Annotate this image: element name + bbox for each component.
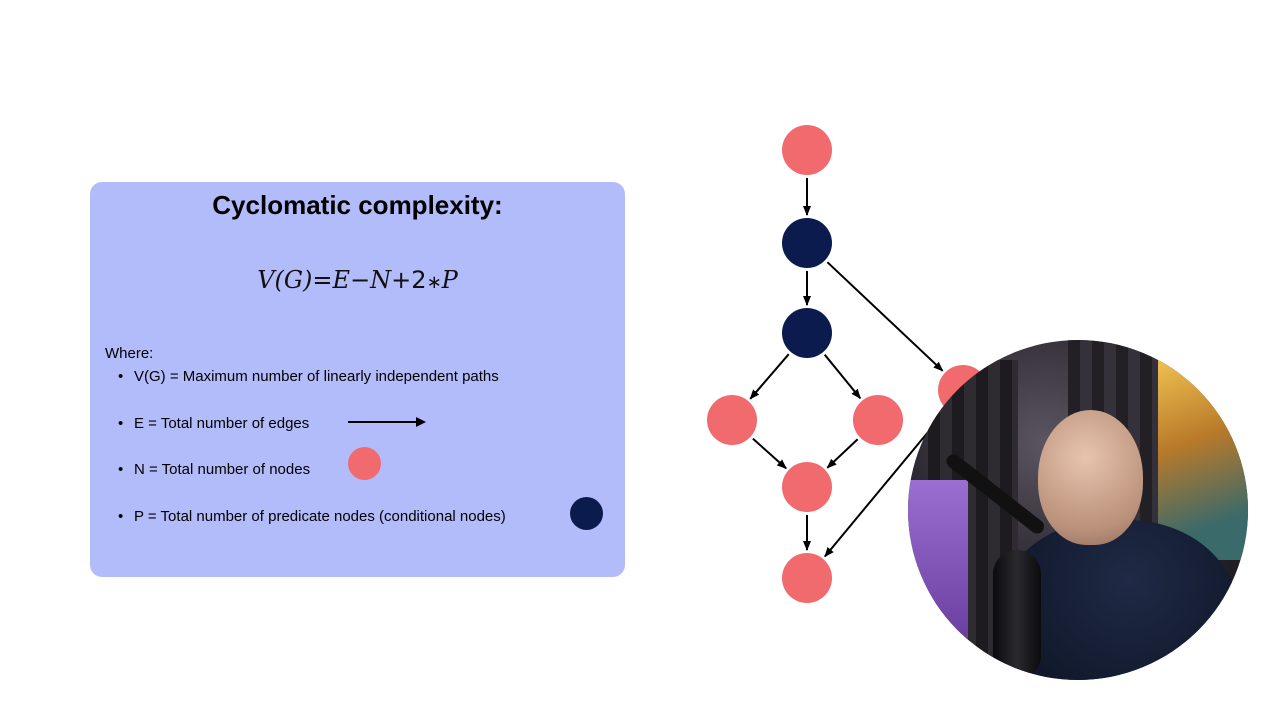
- bullet-vg-text: V(G) = Maximum number of linearly indepe…: [134, 368, 499, 385]
- edge-n3-n4: [749, 353, 790, 400]
- formula: V(G)=E−N+2∗P: [90, 266, 625, 294]
- formula-lhs: V(G): [257, 266, 313, 294]
- presenter-head: [1038, 410, 1143, 545]
- bullet-p-text: P = Total number of predicate nodes (con…: [134, 508, 506, 525]
- microphone: [993, 550, 1041, 680]
- bullet-vg: •V(G) = Maximum number of linearly indep…: [118, 368, 499, 385]
- predicate-node-n2: [782, 218, 832, 268]
- graph-node-n4: [707, 395, 757, 445]
- poster: [1158, 360, 1248, 560]
- formula-e: E: [332, 266, 351, 294]
- edge-n5-n6: [826, 438, 859, 469]
- graph-node-n1: [782, 125, 832, 175]
- formula-minus: −: [350, 266, 371, 294]
- edge-n3-n5: [823, 354, 862, 400]
- formula-two: 2: [411, 266, 427, 294]
- bullet-e-text: E = Total number of edges: [134, 415, 310, 432]
- presenter-webcam: [908, 340, 1248, 680]
- legend-node-icon: [348, 447, 381, 480]
- purple-light: [908, 480, 968, 640]
- graph-node-n6: [782, 462, 832, 512]
- card-title: Cyclomatic complexity:: [212, 190, 503, 220]
- where-label: Where:: [105, 345, 154, 362]
- edge-n2-n8: [826, 261, 944, 372]
- bullet-p: •P = Total number of predicate nodes (co…: [118, 508, 506, 525]
- formula-times: ∗: [426, 272, 442, 293]
- legend-edge-arrow-icon: [348, 417, 426, 427]
- formula-n: N: [370, 266, 392, 294]
- edge-n4-n6: [752, 437, 787, 470]
- graph-node-n5: [853, 395, 903, 445]
- formula-p: P: [441, 266, 458, 294]
- formula-equals: =: [312, 266, 333, 294]
- graph-node-n7: [782, 553, 832, 603]
- bullet-n: •N = Total number of nodes: [118, 461, 311, 478]
- predicate-node-n3: [782, 308, 832, 358]
- legend-predicate-node-icon: [570, 497, 603, 530]
- bullet-n-text: N = Total number of nodes: [134, 461, 311, 478]
- formula-card: [90, 182, 625, 577]
- bullet-e: •E = Total number of edges: [118, 415, 310, 432]
- formula-plus: +: [391, 266, 412, 294]
